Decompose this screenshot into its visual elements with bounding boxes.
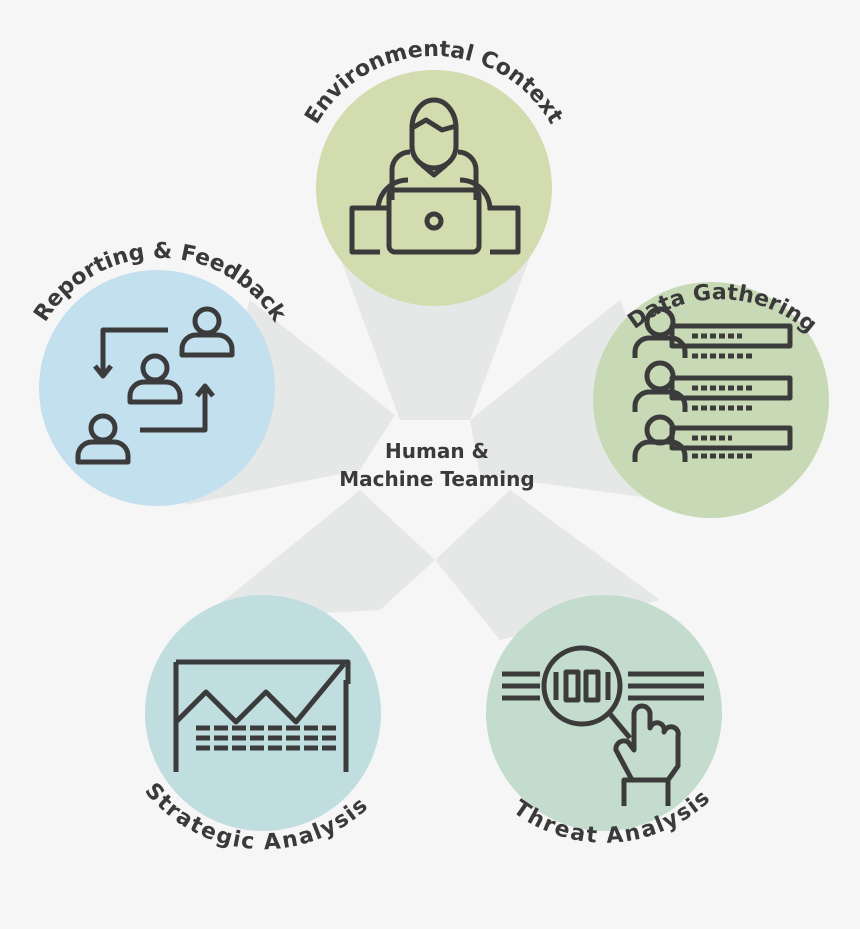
node-threat-analysis <box>486 595 722 831</box>
center-title-line1: Human & <box>385 439 489 463</box>
people-list-icon <box>632 306 793 462</box>
beam-strategic <box>200 490 435 620</box>
center-title-line2: Machine Teaming <box>339 467 534 491</box>
node-strategic-analysis <box>145 595 381 831</box>
trend-chart-icon <box>173 659 351 772</box>
people-feedback-loop-icon <box>75 306 235 465</box>
node-reporting-feedback <box>39 270 275 506</box>
magnifier-binary-icon <box>502 645 704 806</box>
person-at-laptop-icon <box>349 97 521 255</box>
